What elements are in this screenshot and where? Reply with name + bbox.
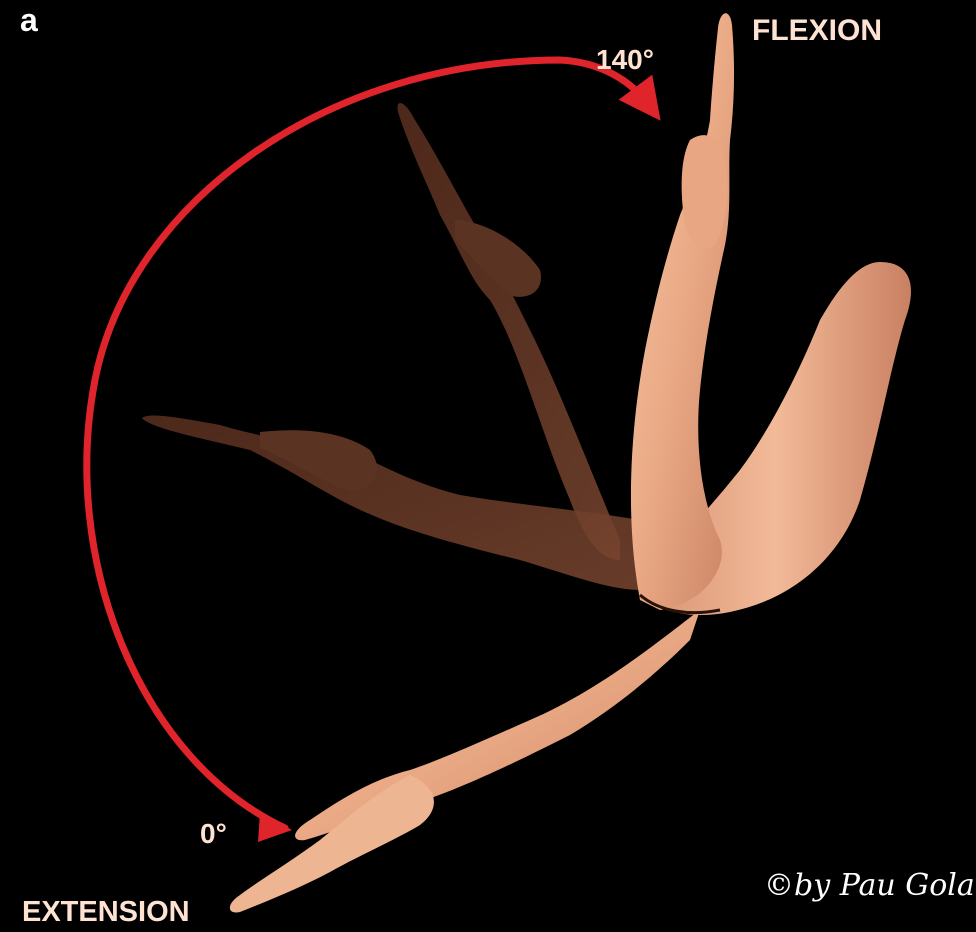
angle-min-label: 0° bbox=[200, 818, 227, 850]
flexion-label: FLEXION bbox=[752, 14, 882, 48]
extension-label: EXTENSION bbox=[22, 896, 190, 929]
angle-max-label: 140° bbox=[596, 44, 654, 76]
hand-flexed bbox=[682, 135, 728, 248]
artist-signature: ©by Pau Golanó bbox=[764, 868, 976, 903]
panel-label: a bbox=[20, 2, 38, 39]
